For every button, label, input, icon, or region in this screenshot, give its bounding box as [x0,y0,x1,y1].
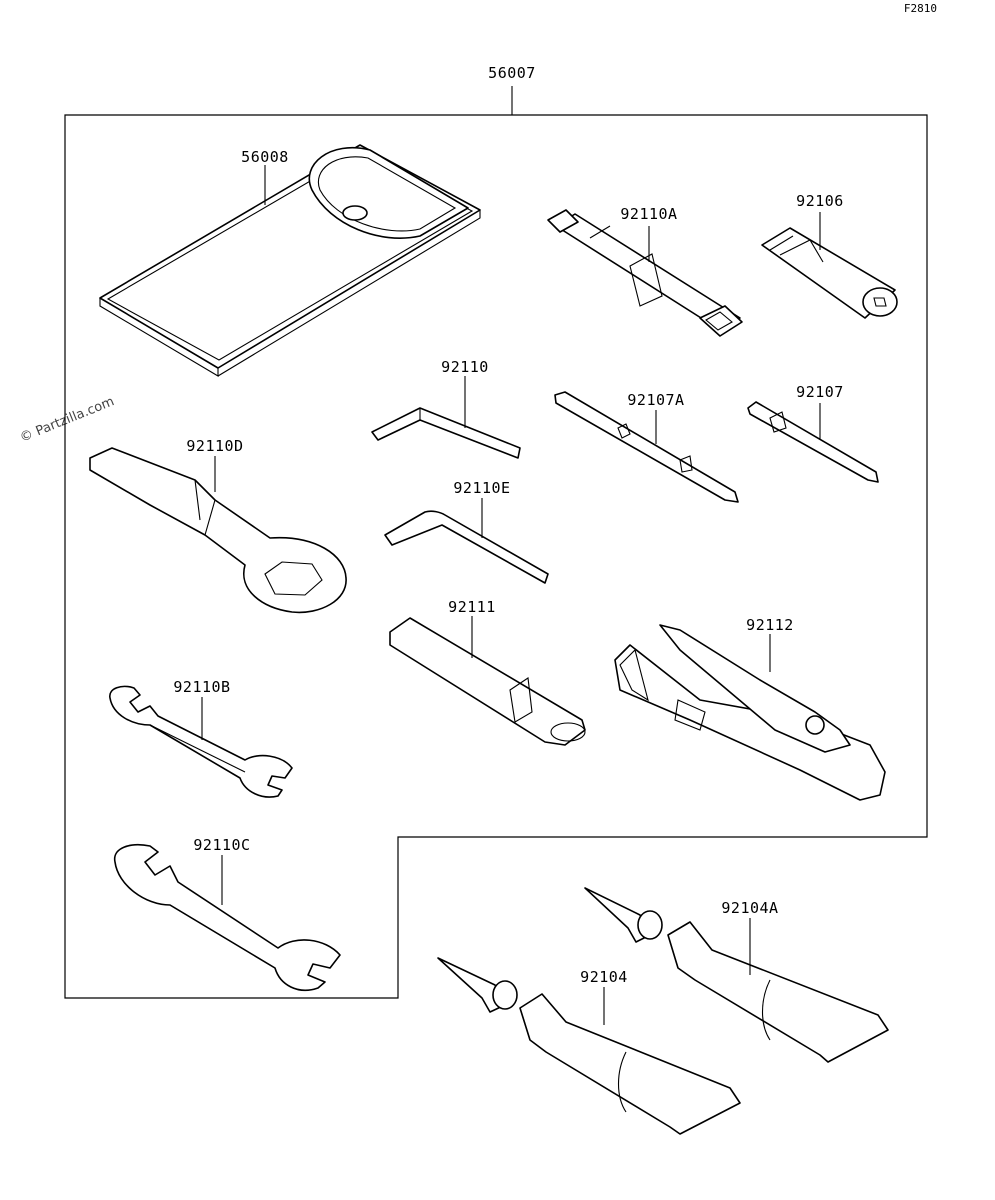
label-grease-tube[interactable]: 92104 [580,968,628,986]
label-box-wrench[interactable]: 92110A [620,205,677,223]
figure-ref: F2810 [904,2,937,15]
label-ring-wrench[interactable]: 92110D [186,437,243,455]
tool-pouch [99,144,481,377]
open-wrench-b [109,685,293,798]
handle [761,227,898,319]
extension-bar [389,617,586,746]
label-wrench-b[interactable]: 92110B [173,678,230,696]
label-hex-key[interactable]: 92110 [441,358,489,376]
label-pliers[interactable]: 92112 [746,616,794,634]
kit-frame [64,114,928,999]
label-kit[interactable]: 56007 [488,64,536,82]
pliers [614,624,886,801]
label-screwdriver[interactable]: 92107A [627,391,684,409]
label-pouch[interactable]: 56008 [241,148,289,166]
open-wrench-c [114,844,341,992]
phillips-bit [747,401,879,483]
hex-key [371,407,521,459]
watermark: © Partzilla.com [18,394,117,445]
label-extension-bar[interactable]: 92111 [448,598,496,616]
hex-key-e [384,510,549,584]
grease-tube-a [584,887,889,1063]
label-grease-tube-a[interactable]: 92104A [721,899,778,917]
label-handle[interactable]: 92106 [796,192,844,210]
label-phillips-bit[interactable]: 92107 [796,383,844,401]
ring-wrench [89,447,347,614]
box-wrench [547,209,743,337]
screwdriver-bit [554,391,739,503]
grease-tube [437,957,741,1135]
label-wrench-c[interactable]: 92110C [193,836,250,854]
label-hex-key-e[interactable]: 92110E [453,479,510,497]
